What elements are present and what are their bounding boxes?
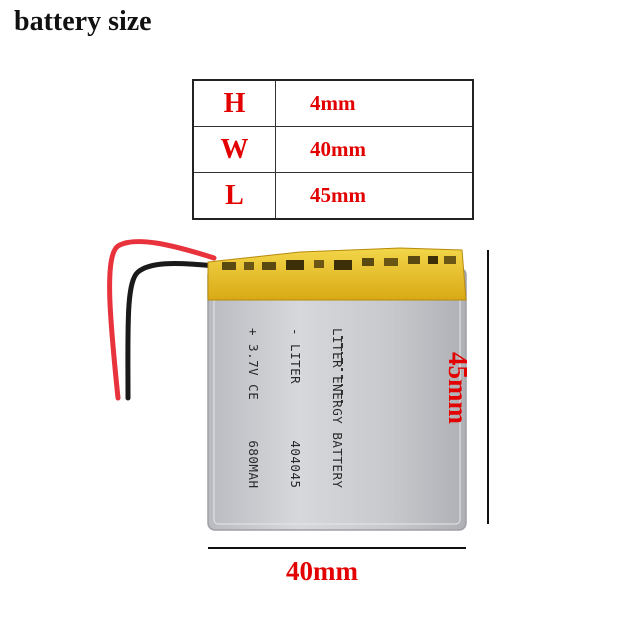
length-dimension-label: 45mm	[443, 352, 473, 424]
width-dimension-label: 40mm	[286, 556, 358, 586]
dimension-key: L	[192, 172, 276, 220]
page-title: battery size	[14, 6, 152, 37]
dimension-value: 45mm	[275, 172, 474, 220]
dimensions-table: H 4mm W 40mm L 45mm	[192, 79, 474, 220]
red-wire	[107, 239, 217, 401]
battery-label-line: - LITER 404045	[288, 328, 303, 489]
dimension-value: 40mm	[275, 126, 474, 173]
black-wire	[125, 261, 217, 401]
battery-label-line: LITER ENERGY BATTERY	[330, 328, 345, 489]
pcb-components	[222, 256, 456, 270]
table-row: W 40mm	[192, 126, 474, 173]
table-row: L 45mm	[192, 172, 474, 220]
battery-label: LITER ENERGY BATTERY - LITER 404045 + 3.…	[232, 328, 372, 489]
battery-label-line: + 3.7V CE 680MAH	[246, 328, 261, 489]
tape-strip	[207, 247, 467, 301]
dimension-key: W	[192, 126, 276, 173]
barcode	[341, 336, 343, 403]
